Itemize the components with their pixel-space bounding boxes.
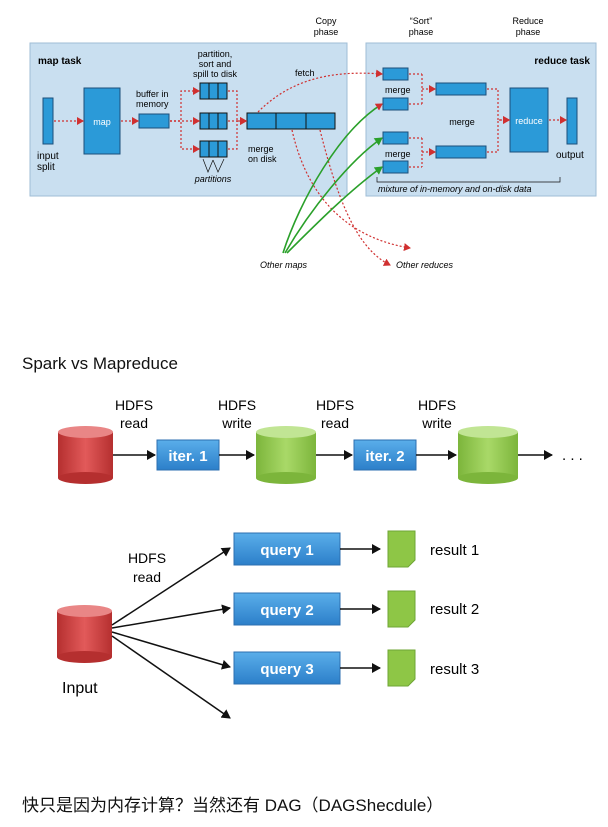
result3-label: result 3: [430, 661, 479, 678]
partitions-label: partitions: [194, 174, 232, 184]
result1-doc-icon: [387, 530, 416, 568]
merge-label-1: merge: [385, 85, 411, 95]
other-reduces-label: Other reduces: [396, 260, 454, 270]
buffer-label-1: buffer in: [136, 89, 168, 99]
partition-label-1: partition,: [198, 49, 233, 59]
input-label: Input: [62, 680, 98, 697]
input-fanout-arrows: [111, 547, 231, 719]
iter1-box: [156, 439, 220, 471]
spill-block-2: [199, 112, 228, 130]
buffer-box: [138, 113, 170, 129]
reduce-box: [509, 87, 549, 153]
mapreduce-diagram: map task reduce task Copy phase “Sort” p…: [29, 16, 597, 270]
output-box: [566, 97, 578, 145]
mixture-label: mixture of in-memory and on-disk data: [378, 184, 532, 194]
merge-on-disk-block: [246, 112, 336, 130]
sort-phase-label-1: “Sort”: [410, 16, 433, 26]
hdfs-disk-red-1: [58, 426, 113, 484]
reduce-phase-label-1: Reduce: [512, 16, 543, 26]
input-split-box: [42, 97, 54, 145]
other-maps-arrows: [282, 103, 383, 254]
input-split-label-1: input: [37, 151, 59, 162]
merge-on-disk-label-2: on disk: [248, 154, 277, 164]
query1-box: [233, 532, 341, 566]
query1-label: query 1: [260, 542, 313, 559]
query2-box: [233, 592, 341, 626]
buffer-label-2: memory: [136, 99, 169, 109]
spark-vs-mapreduce-caption: Spark vs Mapreduce: [22, 354, 178, 373]
mixture-bracket: [376, 177, 561, 183]
query3-label: query 3: [260, 661, 313, 678]
iterative-diagram: iter. 1 iter. 2 . . . HDFS read HDFS wri…: [58, 397, 583, 484]
merge-on-disk-label-1: merge: [248, 144, 274, 154]
merge-label-2: merge: [385, 149, 411, 159]
bottom-caption: 快只是因为内存计算？当然还有 DAG（DAGShecdule）: [22, 796, 444, 815]
query3-box: [233, 651, 341, 685]
copy-phase-label-2: phase: [314, 27, 339, 37]
output-label: output: [556, 150, 584, 161]
hdfs-write-1-line2: write: [221, 415, 252, 431]
spill-block-3: [199, 140, 228, 158]
reduce-label: reduce: [515, 116, 543, 126]
hdfs-read-1-line2: read: [120, 415, 148, 431]
hdfs-disk-green-1: [256, 426, 316, 484]
result2-doc-icon: [387, 590, 416, 628]
query-hdfs-read-line2: read: [133, 569, 161, 585]
iter1-label: iter. 1: [168, 448, 207, 465]
merge-input-2: [382, 97, 409, 111]
query-diagram: Input HDFS read query 1 query 2 query 3 …: [57, 530, 479, 719]
reduce-phase-label-2: phase: [516, 27, 541, 37]
merged-box-2: [435, 145, 487, 159]
hdfs-write-2-line1: HDFS: [418, 397, 456, 413]
iter2-label: iter. 2: [365, 448, 404, 465]
reduce-task-label: reduce task: [534, 56, 590, 67]
other-maps-label: Other maps: [260, 260, 308, 270]
ellipsis: . . .: [562, 447, 583, 464]
fetch-label: fetch: [295, 68, 315, 78]
hdfs-write-1-line1: HDFS: [218, 397, 256, 413]
iter2-box: [353, 439, 417, 471]
partitions-brace: [202, 158, 225, 173]
merge-input-3: [382, 131, 409, 145]
query-hdfs-read-line1: HDFS: [128, 550, 166, 566]
partition-label-2: sort and: [199, 59, 232, 69]
result1-label: result 1: [430, 542, 479, 559]
map-flow-arrows: [54, 87, 247, 153]
sort-phase-label-2: phase: [409, 27, 434, 37]
merge-label-3: merge: [449, 117, 475, 127]
spill-block-1: [199, 82, 228, 100]
merge-input-4: [382, 160, 409, 174]
map-task-label: map task: [38, 56, 82, 67]
merge-input-1: [382, 67, 409, 81]
query2-label: query 2: [260, 602, 313, 619]
hdfs-read-2-line1: HDFS: [316, 397, 354, 413]
result2-label: result 2: [430, 601, 479, 618]
result3-doc-icon: [387, 649, 416, 687]
partition-label-3: spill to disk: [193, 69, 238, 79]
hdfs-disk-green-2: [458, 426, 518, 484]
input-split-label-2: split: [37, 162, 55, 173]
merged-box-1: [435, 82, 487, 96]
input-disk: [57, 605, 112, 663]
shuffle-arrows: [257, 69, 567, 266]
result-arrows: [340, 544, 381, 673]
hdfs-read-1-line1: HDFS: [115, 397, 153, 413]
hdfs-write-2-line2: write: [421, 415, 452, 431]
copy-phase-label-1: Copy: [315, 16, 337, 26]
map-box: [83, 87, 121, 155]
map-label: map: [93, 117, 111, 127]
hdfs-read-2-line2: read: [321, 415, 349, 431]
